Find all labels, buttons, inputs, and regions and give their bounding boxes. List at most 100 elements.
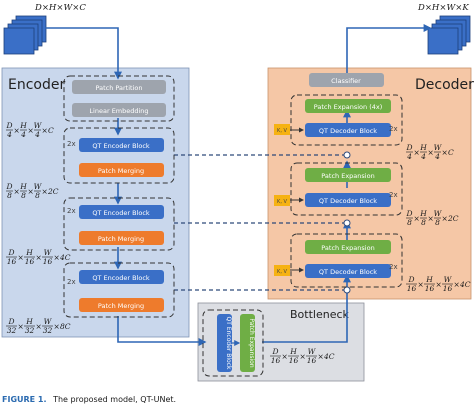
qt-encoder-block: [79, 270, 164, 284]
kv-label: K, V: [277, 269, 287, 275]
times-sign: ×: [442, 148, 448, 157]
bottleneck-expansion-block: [240, 314, 255, 372]
encoder-stage-2-repeat: 2x: [67, 207, 76, 215]
times-sign: ×: [18, 253, 24, 262]
fraction-numerator: H: [419, 209, 427, 218]
input-shape-label: D×H×W×C: [34, 3, 86, 13]
bottleneck-encoder-label: QT Encoder Block: [225, 317, 232, 370]
kv-input: [274, 124, 290, 135]
fraction-denominator: 16: [7, 257, 17, 266]
bottleneck-title: Bottleneck: [290, 308, 350, 321]
patch-partition-label: Patch Partition: [95, 84, 142, 92]
fraction-denominator: 32: [7, 326, 17, 335]
encoder-stage-3: [63, 262, 175, 318]
kv-label: K, V: [277, 128, 287, 134]
kv-label: K, V: [277, 199, 287, 205]
fraction-numerator: D: [7, 317, 14, 326]
qt-decoder-block-label: QT Decoder Block: [319, 268, 377, 276]
times-sign: ×: [14, 187, 20, 196]
patch-partition-block: [72, 80, 166, 94]
bottleneck-expansion-label: Patch Expansion: [248, 318, 255, 367]
times-sign: ×: [18, 322, 24, 331]
fraction-denominator: 16: [25, 257, 35, 266]
qt-decoder-block: [305, 193, 391, 207]
decoder-dim-2: D8×H8×W8×2C: [405, 209, 458, 227]
decoder-stage-3: [290, 233, 403, 288]
encoder-dim-3: D16×H16×W16×4C: [6, 248, 71, 266]
output-shape-label: D×H×W×K: [417, 3, 469, 13]
fraction-denominator: 8: [421, 218, 426, 227]
fraction-numerator: H: [19, 121, 27, 130]
from-bottleneck-arrow: [262, 274, 351, 343]
patch-expansion-block: [305, 168, 391, 182]
fraction-denominator: 16: [443, 284, 453, 293]
patch-expansion-label: Patch Expansion: [321, 244, 374, 252]
times-sign: ×: [454, 280, 460, 289]
fraction-numerator: W: [34, 182, 43, 191]
patch-merging-label: Patch Merging: [98, 167, 144, 175]
encoder-dim-2: D8×H8×W8×2C: [5, 182, 58, 200]
decoder-stage-2: [290, 162, 403, 216]
skip-junction: [343, 151, 351, 159]
fraction-numerator: H: [25, 317, 33, 326]
patch-merging-label: Patch Merging: [98, 235, 144, 243]
encoder-dim-1: D4×H4×W4×C: [5, 121, 54, 139]
figure-caption: FIGURE 1. The proposed model, QT-UNet.: [2, 395, 176, 404]
times-sign: ×: [14, 126, 20, 135]
times-sign: ×: [54, 322, 60, 331]
qt-decoder-block-label: QT Decoder Block: [319, 197, 377, 205]
skip-junction: [343, 219, 351, 227]
decoder-dim-1: D4×H4×W4×C: [405, 143, 454, 161]
decoder-stage-1: [290, 94, 403, 146]
caption-text: The proposed model, QT-UNet.: [52, 395, 176, 404]
qt-encoder-block-label: QT Encoder Block: [92, 142, 150, 150]
fraction-denominator: 8: [35, 191, 40, 200]
channel-count: C: [448, 148, 454, 157]
times-sign: ×: [42, 126, 48, 135]
decoder-stage-1-repeat: 2x: [389, 125, 398, 133]
fraction-numerator: H: [19, 182, 27, 191]
classifier-block: [309, 73, 384, 87]
times-sign: ×: [428, 214, 434, 223]
channel-count: 2C: [47, 187, 59, 196]
fraction-denominator: 32: [25, 326, 35, 335]
times-sign: ×: [318, 352, 324, 361]
times-sign: ×: [54, 253, 60, 262]
fraction-numerator: D: [271, 347, 278, 356]
bottleneck-dim: D16×H16×W16×4C: [270, 347, 335, 365]
times-sign: ×: [36, 253, 42, 262]
patch-merging-block: [79, 298, 164, 312]
times-sign: ×: [418, 280, 424, 289]
qt-encoder-block: [79, 205, 164, 219]
channel-count: 4C: [323, 352, 335, 361]
skip-junction: [343, 286, 351, 294]
fraction-denominator: 4: [34, 130, 40, 139]
fraction-denominator: 4: [406, 152, 412, 161]
decoder-stage-3-repeat: 2x: [389, 263, 398, 271]
output-volume-icon: [427, 15, 471, 55]
encoder-title: Encoder: [8, 77, 65, 93]
fraction-denominator: 8: [7, 191, 12, 200]
fraction-numerator: D: [407, 275, 414, 284]
channel-count: 8C: [60, 322, 71, 331]
qt-decoder-block-label: QT Decoder Block: [319, 127, 377, 135]
fraction-numerator: W: [444, 275, 453, 284]
fraction-numerator: W: [34, 121, 43, 130]
fraction-numerator: H: [25, 248, 33, 257]
encoder-stage-2: [63, 197, 175, 251]
fraction-numerator: W: [434, 209, 443, 218]
input-volume-icon: [3, 15, 47, 55]
fraction-denominator: 16: [425, 284, 435, 293]
fraction-denominator: 4: [434, 152, 440, 161]
channel-count: 2C: [447, 214, 459, 223]
fraction-denominator: 16: [271, 356, 281, 365]
caption-label: FIGURE 1.: [2, 395, 47, 404]
patch-merging-block: [79, 231, 164, 245]
fraction-numerator: W: [44, 248, 53, 257]
fraction-denominator: 16: [43, 257, 53, 266]
fraction-denominator: 16: [289, 356, 299, 365]
fraction-denominator: 8: [21, 191, 26, 200]
times-sign: ×: [28, 126, 34, 135]
times-sign: ×: [300, 352, 306, 361]
